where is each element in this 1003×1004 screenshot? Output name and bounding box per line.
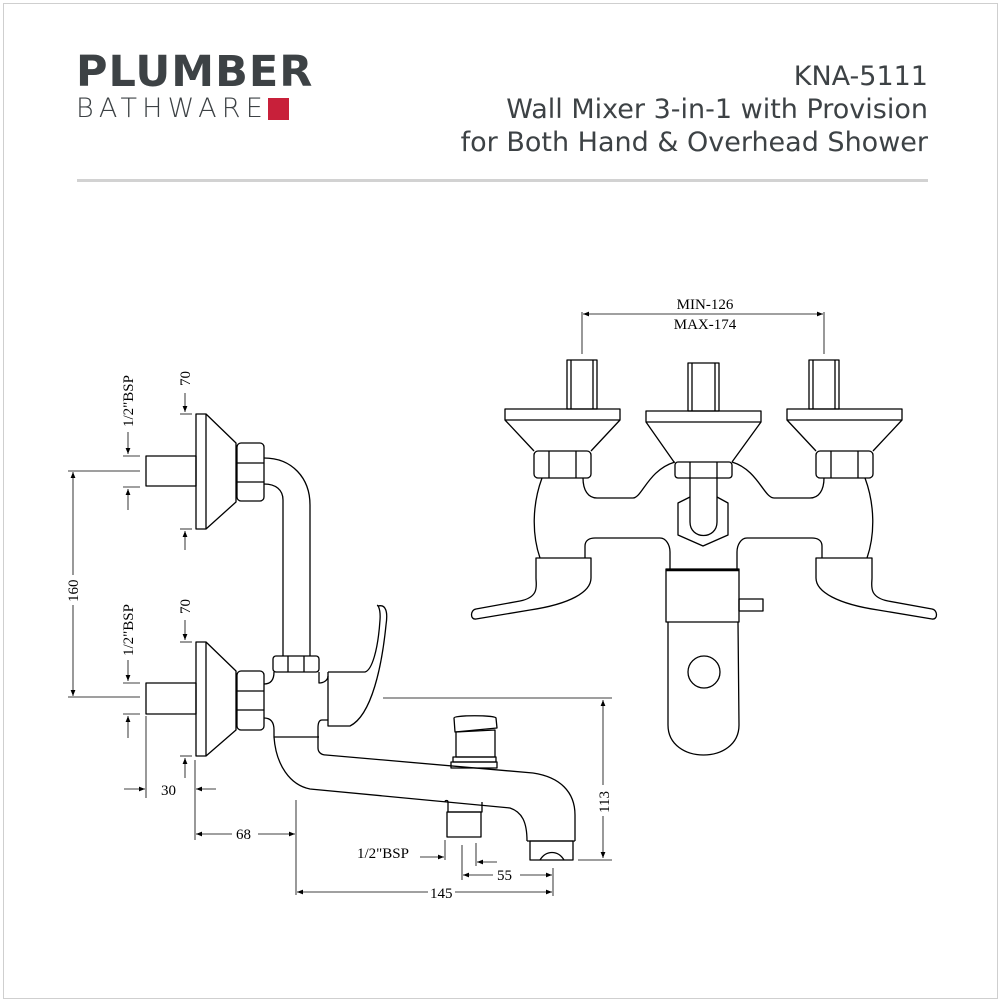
- dim-lower-depth: 70: [178, 599, 194, 614]
- upper-inlet: [145, 413, 311, 656]
- page-frame: [3, 3, 998, 999]
- side-view: 70 1/2"BSP 160 70 1/2"BSP: [66, 371, 613, 902]
- logo-wordmark-top: PLUMBER: [76, 47, 314, 97]
- header-divider: [77, 179, 928, 182]
- front-view-dimensions: MIN-126 MAX-174: [581, 297, 825, 354]
- product-title-line2: for Both Hand & Overhead Shower: [460, 127, 928, 158]
- side-view-dimensions: 70 1/2"BSP 160 70 1/2"BSP: [66, 371, 613, 902]
- mixer-body: [263, 604, 388, 738]
- product-code: KNA-5111: [793, 61, 928, 92]
- dim-spout-height: 113: [597, 791, 613, 813]
- dim-outlet-offset: 55: [497, 868, 512, 884]
- dim-inlet-spacing: 160: [66, 580, 82, 603]
- logo-red-square: [267, 98, 289, 120]
- dim-wall-to-bend: 68: [236, 827, 251, 843]
- dim-stub-length: 30: [161, 783, 176, 799]
- dim-upper-thread: 1/2"BSP: [121, 375, 137, 427]
- dim-centers-min: MIN-126: [677, 297, 734, 313]
- dim-centers-max: MAX-174: [674, 317, 737, 333]
- logo-wordmark-bottom: BATHWARE: [76, 94, 313, 124]
- spout: [273, 715, 576, 861]
- dim-outlet-thread: 1/2"BSP: [357, 846, 409, 862]
- dim-spout-reach: 145: [430, 886, 453, 902]
- logo-wordmark-bottom-text: BATHWARE: [76, 93, 268, 124]
- front-view: MIN-126 MAX-174: [470, 297, 938, 756]
- product-title-line1: Wall Mixer 3-in-1 with Provision: [506, 94, 928, 125]
- dim-lower-thread: 1/2"BSP: [121, 604, 137, 656]
- product-heading: KNA-5111 Wall Mixer 3-in-1 with Provisio…: [461, 60, 928, 159]
- brand-logo: PLUMBER BATHWARE: [76, 50, 313, 124]
- lower-inlet: [145, 641, 265, 757]
- dim-upper-depth: 70: [178, 371, 194, 386]
